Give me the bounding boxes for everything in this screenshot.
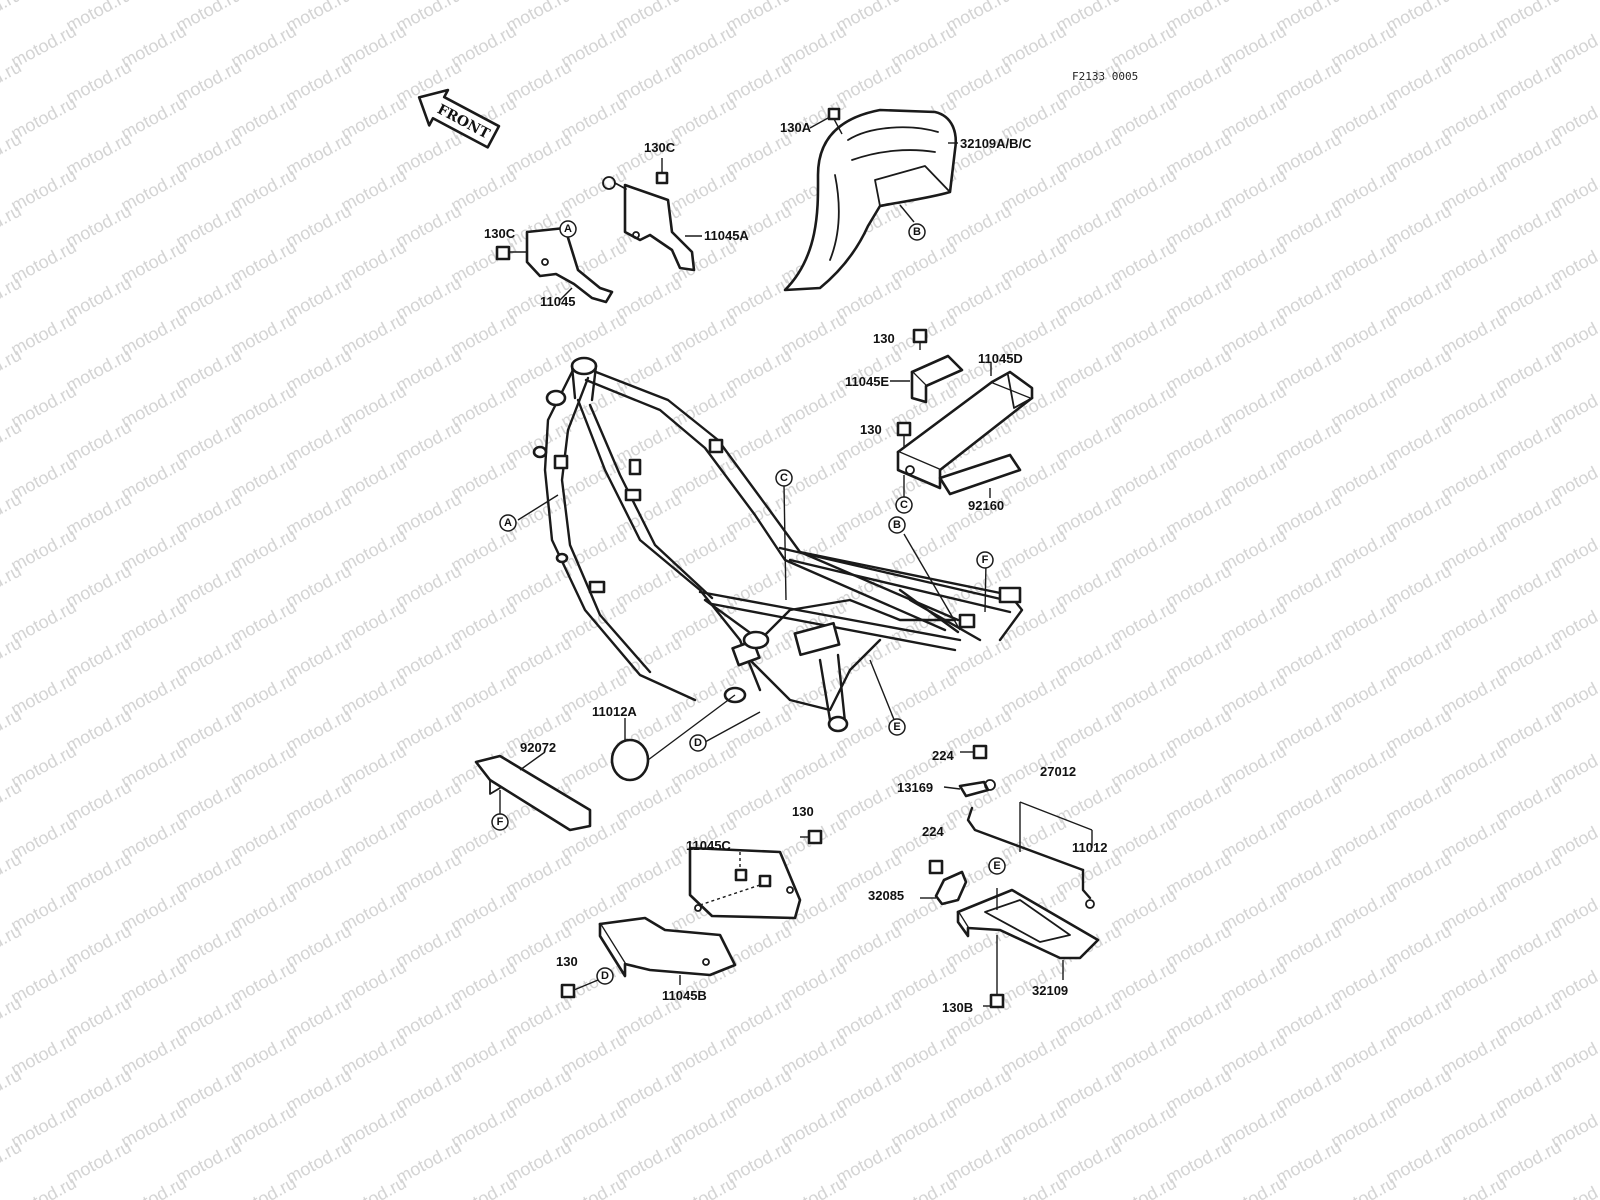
- ref-A-top: A: [559, 220, 577, 238]
- bolt-130-top-icon: [912, 328, 928, 350]
- watermark-text: motod.ru: [117, 1173, 189, 1200]
- watermark-text: motod.ru: [337, 1173, 409, 1200]
- svg-text:B: B: [893, 519, 901, 531]
- label-32109: 32109: [1032, 983, 1068, 998]
- label-11045A: 11045A: [704, 228, 749, 243]
- watermark-text: motod.ru: [997, 1173, 1069, 1200]
- svg-text:E: E: [893, 721, 900, 733]
- ref-F-strap: F: [491, 813, 509, 831]
- tail-cover-part: [783, 108, 957, 292]
- label-92160: 92160: [968, 498, 1004, 513]
- watermark-text: motod.ru: [1327, 1173, 1399, 1200]
- label-13169: 13169: [897, 780, 933, 795]
- watermark-text: motod.ru: [0, 0, 25, 36]
- label-130-mid: 130: [860, 422, 882, 437]
- watermark-text: motod.ru: [777, 1173, 849, 1200]
- cover-11045C-part: [688, 846, 802, 920]
- bolt-224-a-icon: [960, 744, 988, 760]
- svg-text:B: B: [913, 226, 921, 238]
- label-130B: 130B: [942, 1000, 973, 1015]
- rod-27012-part: [966, 806, 1095, 909]
- label-32085: 32085: [868, 888, 904, 903]
- svg-text:F: F: [982, 554, 989, 566]
- label-224-a: 224: [932, 748, 954, 763]
- svg-text:D: D: [601, 970, 609, 982]
- battery-pad-11045E-part: [910, 354, 964, 404]
- ref-E-bracket: E: [988, 857, 1006, 875]
- bolt-130A-icon: [827, 107, 843, 135]
- label-130A: 130A: [780, 120, 812, 135]
- label-11045E: 11045E: [845, 374, 889, 389]
- label-130-bottom: 130: [556, 954, 578, 969]
- watermark-text: motod.ru: [447, 1173, 519, 1200]
- bolt-130C-left-icon: [495, 245, 527, 261]
- svg-text:F: F: [497, 816, 504, 828]
- watermark-text: motod.ru: [1217, 1173, 1289, 1200]
- svg-text:A: A: [564, 223, 572, 235]
- clamp-13169-part: [958, 779, 996, 798]
- watermark-text: motod.ru: [667, 1173, 739, 1200]
- bolt-130B-icon: [983, 935, 1005, 1009]
- cap-11012A-part: [610, 694, 736, 782]
- label-130C-left: 130C: [484, 226, 516, 241]
- watermark-text: motod.ru: [1437, 1173, 1509, 1200]
- svg-text:A: A: [504, 517, 512, 529]
- ref-E-frame: E: [888, 718, 906, 736]
- label-130-top: 130: [873, 331, 895, 346]
- label-11012A: 11012A: [592, 704, 637, 719]
- label-224-b: 224: [922, 824, 944, 839]
- ref-B-tail: B: [908, 223, 926, 241]
- bracket-11045A-part: [602, 176, 696, 272]
- watermark-text: motod.ru: [557, 1173, 629, 1200]
- label-27012: 27012: [1040, 764, 1076, 779]
- cover-11045B-part: [598, 916, 737, 978]
- ref-A-frame: A: [499, 514, 517, 532]
- bolt-130C-top-icon: [655, 158, 669, 185]
- label-11045C: 11045C: [686, 838, 731, 853]
- watermark-text: motod.ru: [1107, 1173, 1179, 1200]
- label-11045D: 11045D: [978, 351, 1023, 366]
- svg-text:C: C: [900, 499, 908, 511]
- label-11045: 11045: [540, 294, 575, 309]
- bracket-11045-part: [525, 226, 614, 304]
- bolt-130-mid-icon: [896, 421, 912, 447]
- strap-92072-part: [474, 754, 592, 832]
- label-32109ABC: 32109A/B/C: [960, 136, 1032, 151]
- watermark-text: motod.ru: [7, 1173, 79, 1200]
- svg-text:D: D: [694, 737, 702, 749]
- battery-plate-92160-part: [938, 453, 1022, 496]
- svg-text:E: E: [993, 860, 1000, 872]
- ref-D-cover: D: [596, 967, 614, 985]
- ref-C-frame: C: [775, 469, 793, 487]
- watermark-text: motod.ru: [887, 1173, 959, 1200]
- bolt-130-bottom-icon: [560, 979, 599, 999]
- label-130-low: 130: [792, 804, 814, 819]
- battery-case-11045D-part: [896, 370, 1034, 490]
- label-92072: 92072: [520, 740, 556, 755]
- bracket-32085-part: [934, 870, 968, 906]
- label-11012: 11012: [1072, 840, 1107, 855]
- watermark-text: motod.ru: [227, 1173, 299, 1200]
- ref-D-frame: D: [689, 734, 707, 752]
- label-11045B: 11045B: [662, 988, 707, 1003]
- watermark-text: motod.ru: [1547, 1173, 1600, 1200]
- frame-part: [532, 356, 1024, 733]
- bolt-224-b-icon: [928, 859, 944, 875]
- bracket-32109-part: [956, 888, 1100, 960]
- diagram-code: F2133 0005: [1072, 70, 1138, 83]
- ref-C-battery: C: [895, 496, 913, 514]
- bolt-130-low-icon: [800, 829, 823, 845]
- ref-F-frame: F: [976, 551, 994, 569]
- ref-B-frame: B: [888, 516, 906, 534]
- svg-text:C: C: [780, 472, 788, 484]
- label-130C-top: 130C: [644, 140, 676, 155]
